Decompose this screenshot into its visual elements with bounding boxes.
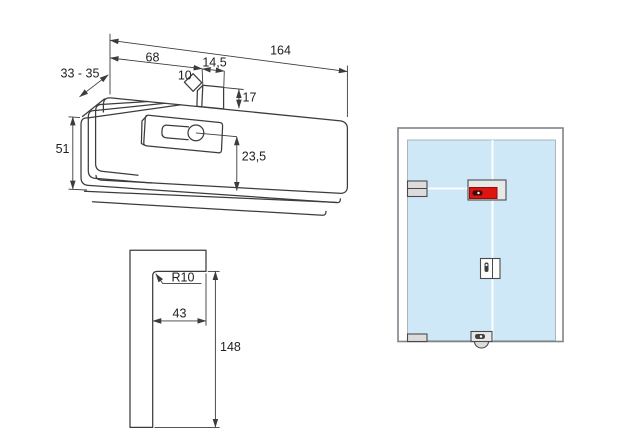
ext-line-68-right [201,68,204,85]
dim-label-corner-radius: R10 [172,271,195,285]
glass-cutout-view: R10 43 148 [129,249,241,429]
dim-line-164 [109,38,348,74]
sidelight-transom-connector [406,180,428,198]
ext-line-17-top [223,87,244,90]
glass-panel [407,139,556,341]
fitting-perspective-view: 164 68 14,5 10 17 33 - 35 51 23,5 [56,33,349,216]
ext-line-51-bottom [68,188,88,191]
keyhole-glyph-dot [477,191,480,195]
dim-line-14-5 [201,66,225,74]
fitting-inner-plate-edge [94,100,149,176]
center-lock-patch [479,257,501,280]
dim-label-cutout-width: 43 [173,306,187,320]
radius-leader-line [155,273,202,285]
fitting-mid-plate-edge [87,102,166,184]
dim-label-cutout-height: 148 [220,340,241,354]
pivot-keyhole-dot [479,335,483,338]
ext-line-51-top [68,116,81,119]
glass-corner-outline [129,249,207,429]
pivot-pin-diamond [183,73,203,92]
keyhole-slot [161,124,190,141]
fitting-depth-edge [81,98,106,118]
fitting-back-plate-outline [95,97,349,194]
fitting-bottom-leg-edge-1 [83,190,338,204]
fitting-front-plate-edge [80,104,342,204]
dim-label-pivot-pin: 10 [178,69,192,83]
keyhole-boss-side-face [140,114,148,146]
ext-line-14-5-right [223,71,225,87]
dim-label-body-height: 51 [56,142,70,156]
dim-label-total-length: 164 [270,43,291,57]
pivot-tab [201,84,225,110]
dim-line-depth [79,74,109,98]
floor-pivot-fitting [470,330,493,349]
bottom-corner-patch [406,333,428,343]
dim-label-tab-height: 17 [243,91,257,105]
dim-label-tab-width: 14,5 [202,55,226,69]
pivot-tab-side-face [196,84,204,108]
dim-label-depth-range: 33 - 35 [61,67,100,81]
leader-line-keyhole [195,132,237,138]
highlight-red-plate [469,187,498,199]
floor-pivot-shoe [473,340,490,349]
overpanel-patch-highlighted [467,179,507,201]
dim-label-pivot-offset: 68 [146,50,160,64]
dim-line-68 [109,56,203,71]
fitting-bottom-leg-edge-2 [91,201,327,216]
door-arrangement-diagram [397,127,564,349]
lock-keyhole-dot [485,263,488,267]
dim-label-axis-to-bottom: 23,5 [242,150,266,164]
